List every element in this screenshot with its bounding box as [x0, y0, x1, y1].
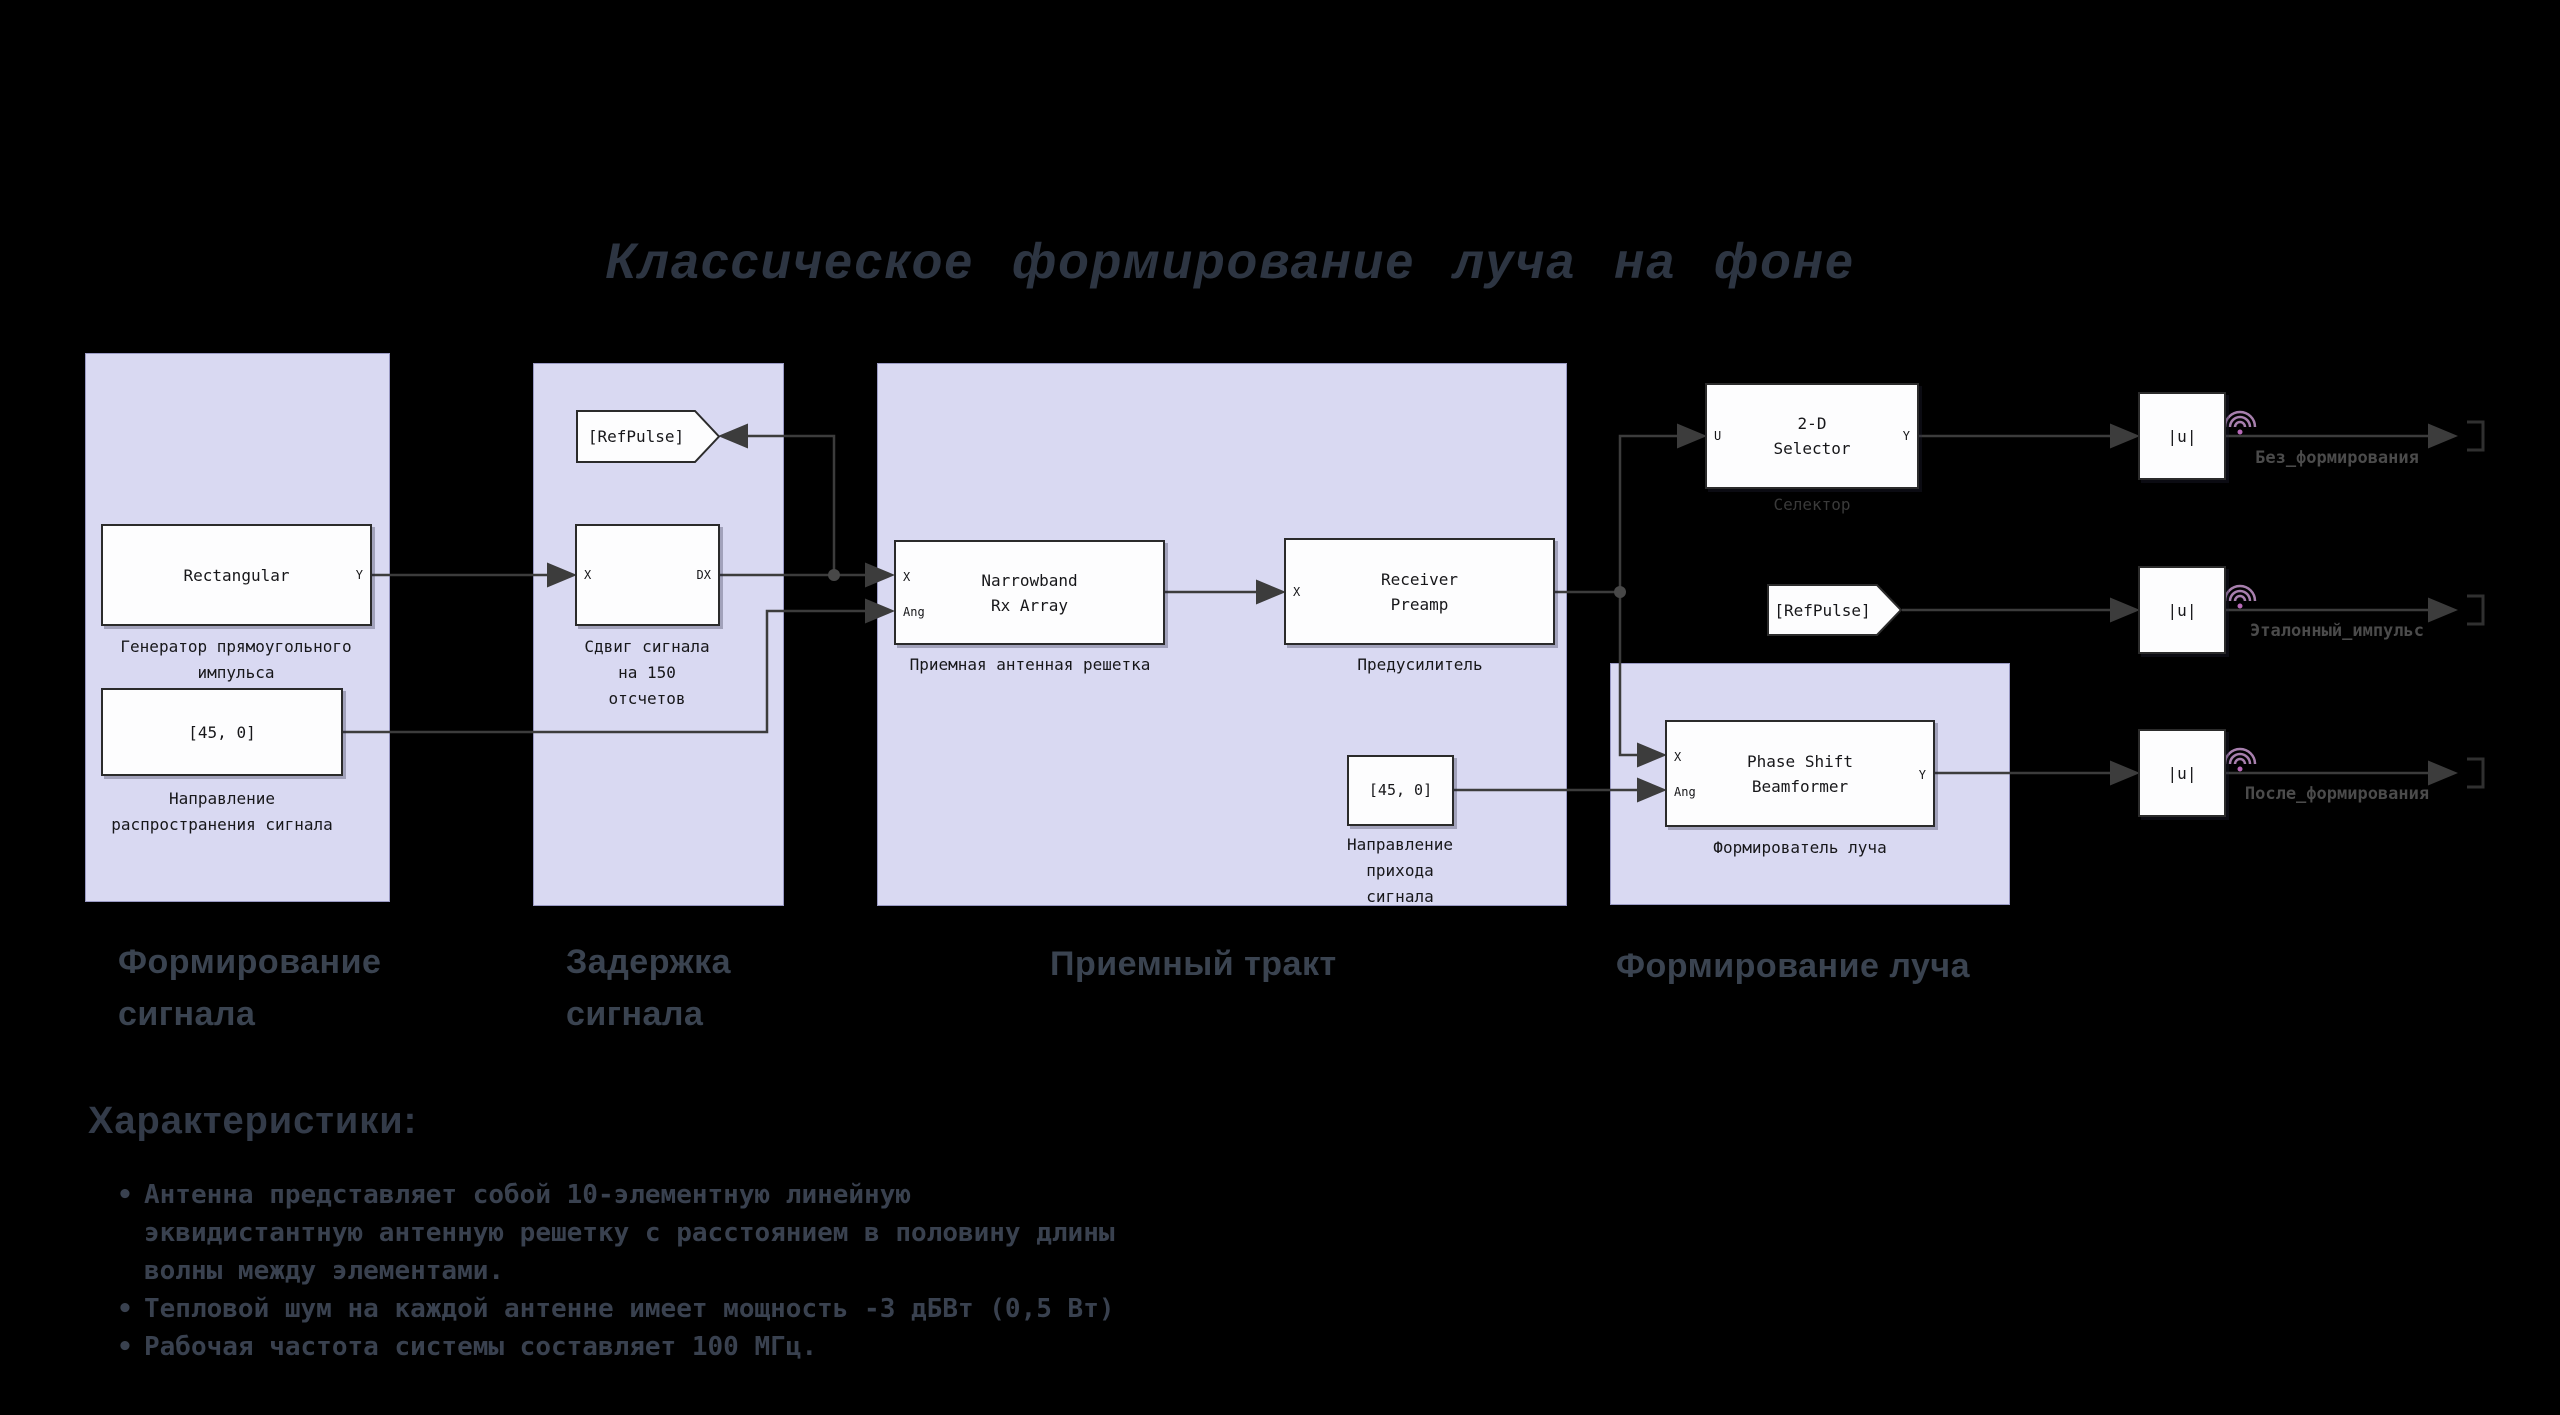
list-item: • Рабочая частота системы составляет 100…: [106, 1328, 1166, 1366]
port-label-x: X: [903, 570, 911, 584]
scope-sink-icon[interactable]: [2467, 757, 2485, 789]
block-receiver-preamp[interactable]: Receiver Preamp X: [1284, 538, 1555, 645]
characteristics-heading: Характеристики:: [88, 1100, 418, 1142]
block-caption: Сдвиг сигнала на 150 отсчетов: [584, 637, 710, 708]
section-label-signal-generation: Формирование сигнала: [118, 943, 382, 1033]
from-tag-refpulse[interactable]: [RefPulse]: [1767, 584, 1902, 636]
tag-label: [RefPulse]: [587, 427, 685, 446]
block-label: [45, 0]: [1368, 781, 1433, 799]
block-label: [45, 0]: [188, 722, 256, 742]
signal-label-reference-pulse: Эталонный_импульс: [2250, 621, 2424, 641]
section-label-signal-delay: Задержка сигнала: [566, 943, 732, 1033]
block-label: |u|: [2167, 600, 2197, 620]
block-caption: Направление прихода сигнала: [1347, 835, 1453, 906]
block-label: Narrowband Rx Array: [981, 570, 1078, 615]
list-item: • Антенна представляет собой 10-элементн…: [106, 1176, 1166, 1290]
block-caption: Генератор прямоугольного импульса: [120, 637, 352, 682]
block-narrowband-rx-array[interactable]: Narrowband Rx Array X Ang: [894, 540, 1165, 645]
signal-logging-icon[interactable]: [2223, 747, 2257, 772]
area-signal-generation[interactable]: [85, 353, 390, 902]
block-label: Phase Shift Beamformer: [1747, 751, 1853, 796]
list-item: • Тепловой шум на каждой антенне имеет м…: [106, 1290, 1166, 1328]
section-label-receive-path: Приемный тракт: [1050, 945, 1337, 983]
characteristics-list: • Антенна представляет собой 10-элементн…: [106, 1176, 1166, 1366]
scope-sink-icon[interactable]: [2467, 594, 2485, 626]
port-label-x: X: [1674, 750, 1682, 764]
signal-logging-icon[interactable]: [2223, 410, 2257, 435]
bullet-text: Рабочая частота системы составляет 100 М…: [144, 1332, 818, 1362]
block-arrival-direction[interactable]: [45, 0]: [1347, 755, 1454, 826]
block-sample-shift[interactable]: X DX: [575, 524, 720, 626]
block-abs-1[interactable]: |u|: [2138, 392, 2226, 480]
block-2d-selector[interactable]: 2-D Selector U Y: [1705, 383, 1919, 489]
bullet-marker: •: [117, 1332, 133, 1362]
port-label-x: X: [584, 568, 592, 582]
section-label-beamforming: Формирование луча: [1616, 947, 1971, 985]
port-label-y: Y: [1902, 429, 1910, 443]
port-label-y: Y: [1918, 768, 1926, 782]
goto-tag-refpulse[interactable]: [RefPulse]: [576, 410, 720, 463]
block-caption: Направление распространения сигнала: [111, 789, 333, 834]
block-label: |u|: [2167, 763, 2197, 783]
block-abs-3[interactable]: |u|: [2138, 729, 2226, 817]
diagram-title: Классическое формирование луча на фоне: [605, 233, 1855, 289]
port-label-dx: DX: [696, 568, 711, 582]
port-label-ang: Ang: [903, 605, 925, 619]
scope-sink-icon[interactable]: [2467, 420, 2485, 452]
tag-label: [RefPulse]: [1774, 600, 1871, 620]
signal-label-no-beamforming: Без_формирования: [2255, 448, 2419, 468]
block-propagation-direction[interactable]: [45, 0]: [101, 688, 343, 776]
bullet-text: Тепловой шум на каждой антенне имеет мощ…: [144, 1294, 1115, 1324]
block-label: Rectangular: [183, 565, 290, 585]
block-caption: Приемная антенная решетка: [909, 655, 1151, 674]
port-label-x: X: [1293, 584, 1301, 599]
port-label-y: Y: [355, 568, 363, 582]
junction-dot: [828, 569, 840, 581]
block-caption: Селектор: [1773, 495, 1851, 514]
block-label: Receiver Preamp: [1380, 569, 1459, 614]
block-label: |u|: [2167, 426, 2197, 446]
block-caption: Формирователь луча: [1713, 838, 1887, 857]
wire-branch-to-selector[interactable]: [1618, 423, 1707, 592]
bullet-text: Антенна представляет собой 10-элементную…: [144, 1180, 1115, 1286]
block-abs-2[interactable]: |u|: [2138, 566, 2226, 654]
block-caption: Предусилитель: [1357, 655, 1483, 674]
port-label-ang: Ang: [1674, 785, 1696, 799]
block-phase-shift-beamformer[interactable]: Phase Shift Beamformer X Ang Y: [1665, 720, 1935, 827]
signal-label-after-beamforming: После_формирования: [2244, 784, 2430, 804]
block-rectangular-pulse-generator[interactable]: Rectangular Y: [101, 524, 372, 626]
block-label: 2-D Selector: [1773, 414, 1851, 458]
bullet-marker: •: [117, 1294, 133, 1324]
junction-dot: [1614, 586, 1626, 598]
signal-logging-icon[interactable]: [2223, 584, 2257, 609]
bullet-marker: •: [117, 1180, 133, 1210]
port-label-u: U: [1714, 429, 1722, 443]
